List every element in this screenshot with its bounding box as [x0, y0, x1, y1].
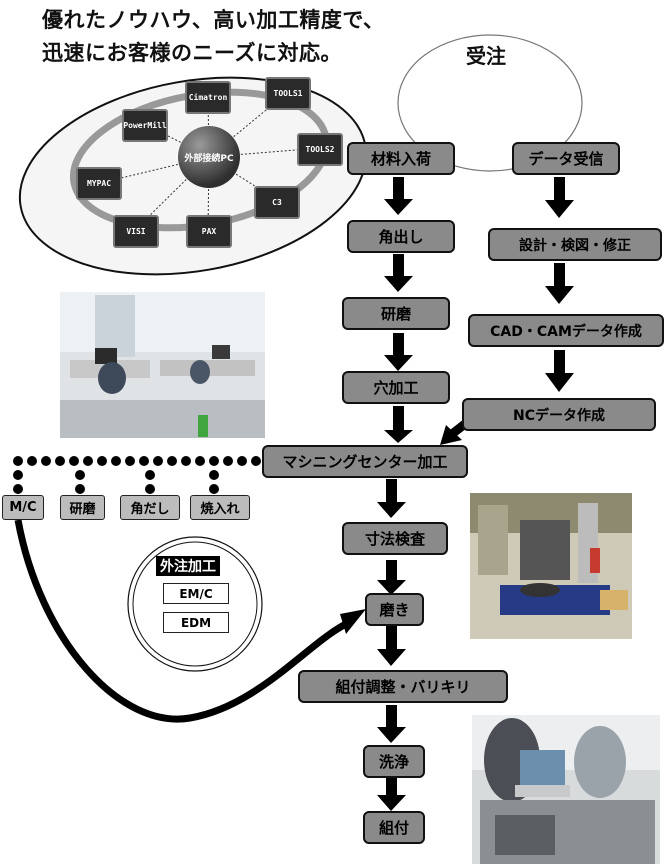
network-node: TOOLS1 — [265, 77, 311, 110]
left-flow-arrows — [384, 177, 413, 443]
step-data-receive: データ受信 — [512, 142, 620, 175]
step-drilling: 穴加工 — [342, 371, 450, 404]
external-pc-node: 外部接続PC — [178, 126, 240, 188]
mc-to-polishing-arrow — [14, 519, 352, 723]
step-nc-data: NCデータ作成 — [462, 398, 656, 431]
network-node: VISI — [113, 215, 159, 248]
station-dots — [13, 456, 261, 494]
step-cadcam: CAD・CAMデータ作成 — [468, 314, 664, 347]
outsourcing-edm: EDM — [163, 612, 229, 633]
headline-line-1: 優れたノウハウ、高い加工精度で、 — [42, 7, 385, 32]
step-machining-center: マシニングセンター加工 — [262, 445, 468, 478]
station-squaring: 角だし — [120, 495, 180, 520]
network-node: TOOLS2 — [297, 133, 343, 166]
order-cycle-ellipse — [397, 34, 583, 172]
photo-office — [60, 292, 265, 438]
network-node: PAX — [186, 215, 232, 248]
network-node: C3 — [254, 186, 300, 219]
step-squaring: 角出し — [347, 220, 455, 253]
step-assembly: 組付 — [363, 811, 425, 844]
outsourcing-title: 外注加工 — [156, 556, 220, 576]
main-flow-arrows — [377, 479, 406, 811]
station-hardening: 焼入れ — [190, 495, 250, 520]
step-dimension-inspection: 寸法検査 — [342, 522, 448, 555]
network-node: PowerMill — [122, 109, 168, 142]
station-mc: M/C — [2, 495, 44, 520]
step-polishing: 磨き — [365, 593, 424, 626]
network-node: Cimatron — [185, 81, 231, 114]
step-cleaning: 洗浄 — [363, 745, 425, 778]
step-grinding: 研磨 — [342, 297, 450, 330]
outsourcing-emc: EM/C — [163, 583, 229, 604]
photo-assembly — [472, 715, 660, 864]
step-material-arrival: 材料入荷 — [347, 142, 455, 175]
headline-line-2: 迅速にお客様のニーズに対応。 — [42, 40, 342, 65]
step-assembly-adjust: 組付調整・バリキリ — [298, 670, 508, 703]
step-design-review: 設計・検図・修正 — [488, 228, 662, 261]
outsourcing-circle — [127, 536, 263, 672]
network-node: MYPAC — [76, 167, 122, 200]
order-label: 受注 — [466, 44, 506, 68]
right-flow-arrows — [545, 177, 574, 392]
photo-inspection — [470, 493, 632, 639]
station-grinding: 研磨 — [60, 495, 105, 520]
